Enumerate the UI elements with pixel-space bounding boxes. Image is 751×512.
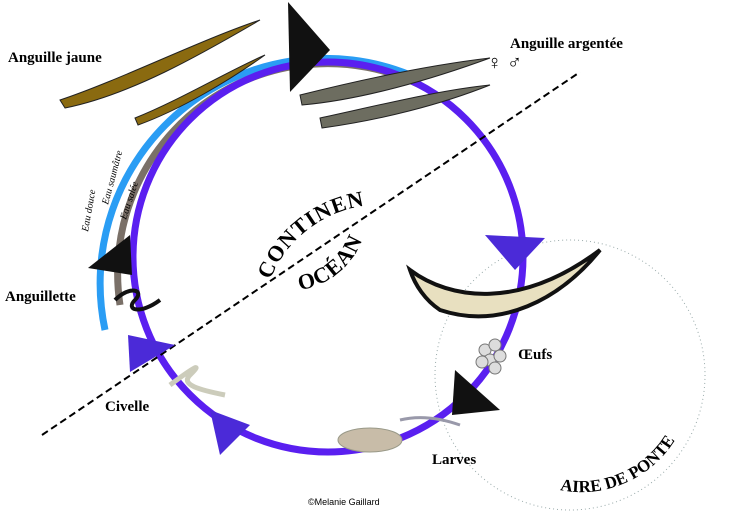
sex-symbols: ♀ ♂: [487, 52, 522, 74]
eggs-image: [475, 338, 507, 375]
silver-eel-label: Anguille argentée: [510, 36, 623, 52]
yellow-eel-label: Anguille jaune: [8, 50, 102, 66]
arrow-icon: [128, 335, 175, 372]
silver-eel-image: [299, 57, 491, 129]
arrow-icon: [210, 410, 250, 455]
ocean-label: OCÉAN: [295, 230, 367, 295]
svg-text:AIRE DE PONTE: AIRE DE PONTE: [559, 432, 678, 497]
arrow-icon: [288, 2, 330, 92]
svg-text:OCÉAN: OCÉAN: [295, 230, 368, 295]
elver-image: [113, 288, 162, 312]
arrow-icon: [88, 235, 132, 275]
yellow-eel-image: [59, 19, 266, 126]
spawning-area-circle: [434, 239, 706, 511]
elver-label: Anguillette: [5, 289, 76, 305]
spawning-area-label: AIRE DE PONTE: [559, 432, 678, 497]
leptocephalus-eel-image: [406, 248, 602, 319]
larva-image: [399, 416, 461, 427]
larva-image: [337, 427, 403, 453]
continent-ocean-divider: [41, 71, 581, 436]
copyright: ©Melanie Gaillard: [308, 497, 380, 507]
larvae-label: Larves: [432, 452, 477, 468]
glass-eel-image: [168, 365, 226, 398]
arrow-icon: [485, 235, 545, 270]
glass-eel-label: Civelle: [105, 399, 150, 415]
fresh-water-label: Eau douce: [80, 188, 98, 233]
brackish-water-label: Eau saumâtre: [100, 149, 125, 207]
eggs-label: Œufs: [518, 347, 553, 363]
arrow-icon: [452, 370, 500, 415]
